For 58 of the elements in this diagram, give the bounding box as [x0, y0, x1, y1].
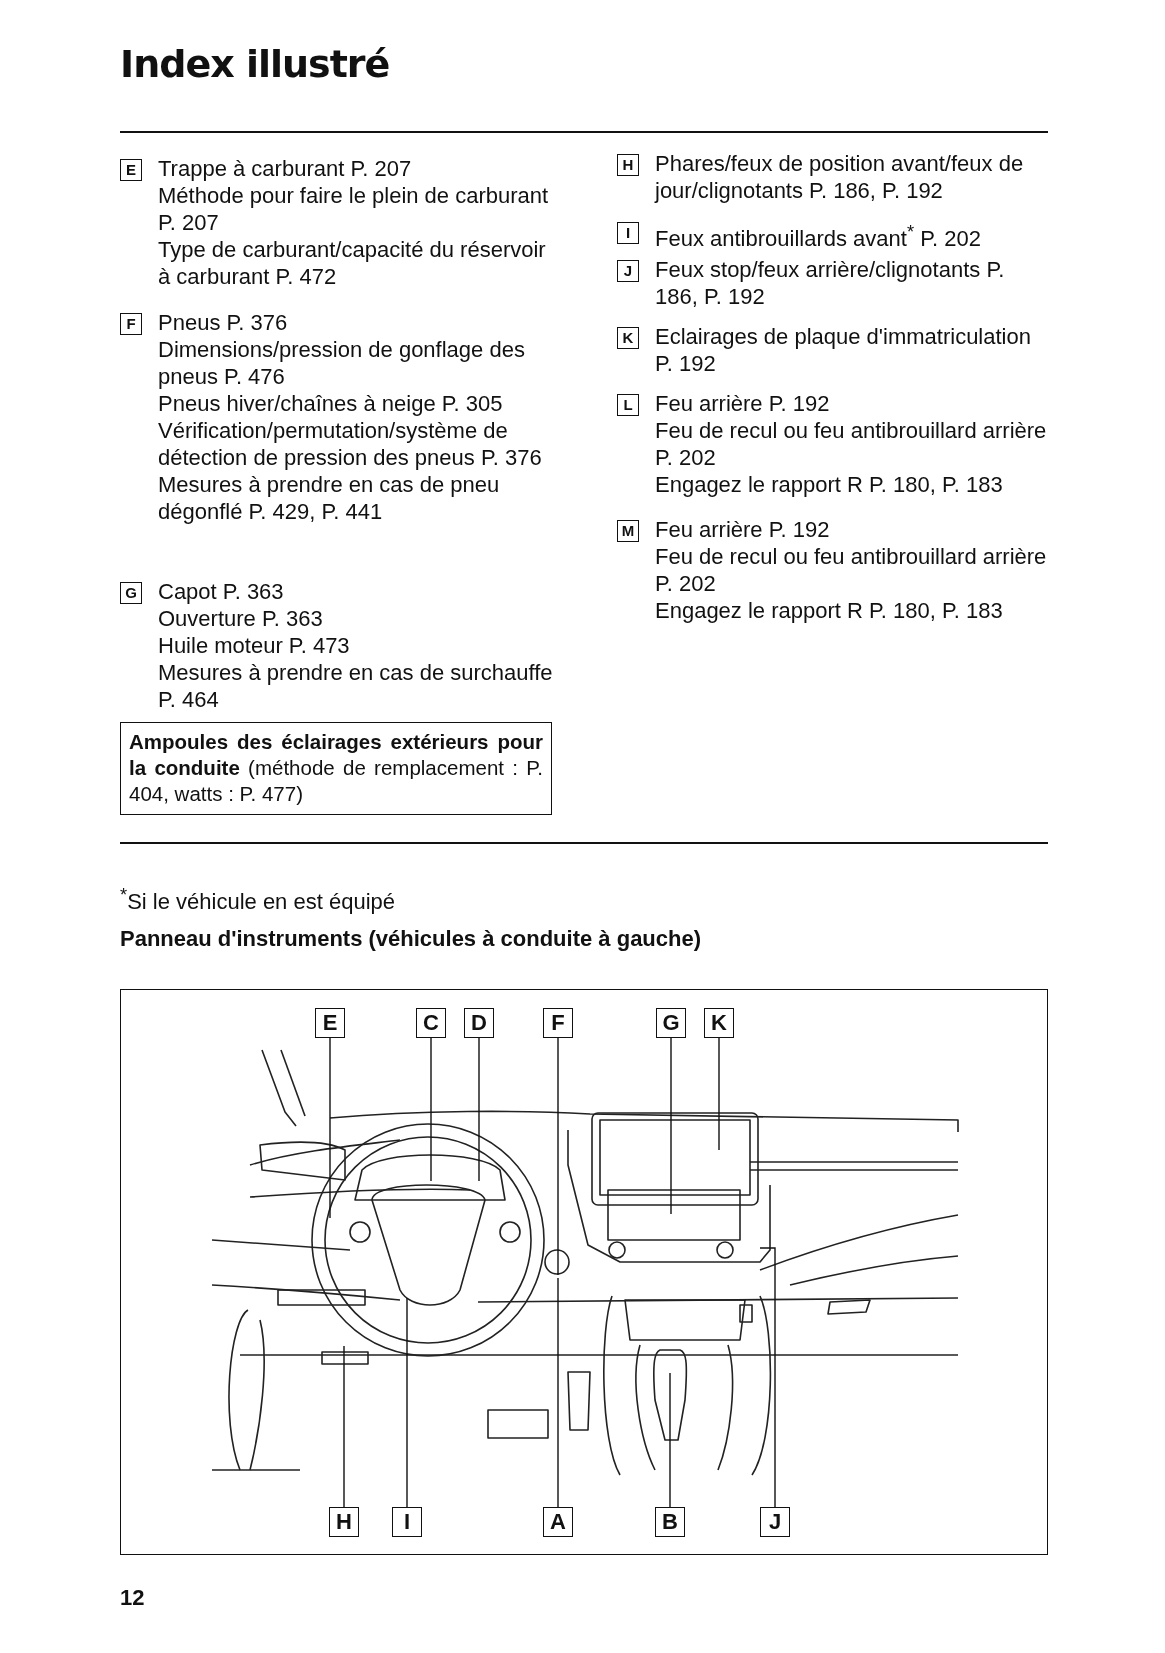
leader-line	[557, 1277, 559, 1508]
entry-text: Type de carburant/capacité du réservoir à carburant P. 472	[158, 236, 547, 290]
page-number: 12	[120, 1585, 145, 1611]
leader-line	[557, 1037, 559, 1276]
entry-text: Trappe à carburant P. 207	[158, 155, 413, 182]
entry-text: Eclairages de plaque d'immatriculation P. 192	[655, 323, 1032, 377]
entry-text: Feux stop/feux arrière/clignotants P. 186, P. 192	[655, 256, 1006, 310]
letter-box: K	[617, 327, 639, 349]
entry-text: Pneus hiver/chaînes à neige P. 305	[158, 390, 504, 417]
leader-line	[329, 1037, 331, 1219]
entry-text: Méthode pour faire le plein de carburant P. 207	[158, 182, 550, 236]
entry-text: Engagez le rapport R P. 180, P. 183	[655, 597, 1004, 624]
callout-letter: I	[392, 1507, 422, 1537]
callout-letter: H	[329, 1507, 359, 1537]
callout-letter: B	[655, 1507, 685, 1537]
footnote: $^{*}$Si le véhicule en est équipé	[120, 884, 395, 916]
callout-letter: F	[543, 1008, 573, 1038]
entry-text: Feu de recul ou feu antibrouillard arrière P. 202	[655, 417, 1048, 471]
page-title: Index illustré	[120, 42, 390, 86]
note-box: Ampoules des éclairages extérieurs pour la conduite (méthode de remplacement : P. 404, watts : P. 477)	[120, 722, 552, 815]
callout-letter: G	[656, 1008, 686, 1038]
entry-text: Mesures à prendre en cas de surchauffe P. 464	[158, 659, 554, 713]
callout-letter: C	[416, 1008, 446, 1038]
leader-line	[343, 1345, 345, 1508]
leader-line	[670, 1037, 672, 1215]
callout-letter: K	[704, 1008, 734, 1038]
leader-line	[759, 1247, 776, 1508]
letter-box: F	[120, 313, 142, 335]
leader-line	[669, 1372, 671, 1508]
entry-text: Mesures à prendre en cas de pneu dégonflé P. 429, P. 441	[158, 471, 501, 525]
callout-letter: A	[543, 1507, 573, 1537]
leader-line	[406, 1297, 408, 1508]
entry-text: Pneus P. 376	[158, 309, 289, 336]
entry-text: Engagez le rapport R P. 180, P. 183	[655, 471, 1004, 498]
leader-line	[430, 1037, 432, 1182]
letter-box: L	[617, 394, 639, 416]
entry-text: Feux antibrouillards avant$^{*}$ P. 202	[655, 220, 982, 253]
leader-line	[478, 1037, 480, 1182]
letter-box: M	[617, 520, 639, 542]
letter-box: H	[617, 154, 639, 176]
letter-box: G	[120, 582, 142, 604]
section-heading: Panneau d'instruments (véhicules à conduite à gauche)	[120, 926, 702, 952]
entry-text: Phares/feux de position avant/feux de jour/clignotants P. 186, P. 192	[655, 150, 1025, 204]
entry-text: Feu arrière P. 192	[655, 516, 831, 543]
entry-text: Feu de recul ou feu antibrouillard arrière P. 202	[655, 543, 1048, 597]
callout-letter: E	[315, 1008, 345, 1038]
entry-text: Huile moteur P. 473	[158, 632, 351, 659]
letter-box: E	[120, 159, 142, 181]
entry-text: Dimensions/pression de gonflage des pneus P. 476	[158, 336, 526, 390]
entry-text: Capot P. 363	[158, 578, 285, 605]
entry-text: Feu arrière P. 192	[655, 390, 831, 417]
callout-letter: J	[760, 1507, 790, 1537]
letter-box: J	[617, 260, 639, 282]
entry-text: Ouverture P. 363	[158, 605, 324, 632]
entry-text: Vérification/permutation/système de détection de pression des pneus P. 376	[158, 417, 543, 471]
callout-letter: D	[464, 1008, 494, 1038]
letter-box: I	[617, 222, 639, 244]
leader-line	[718, 1037, 720, 1151]
